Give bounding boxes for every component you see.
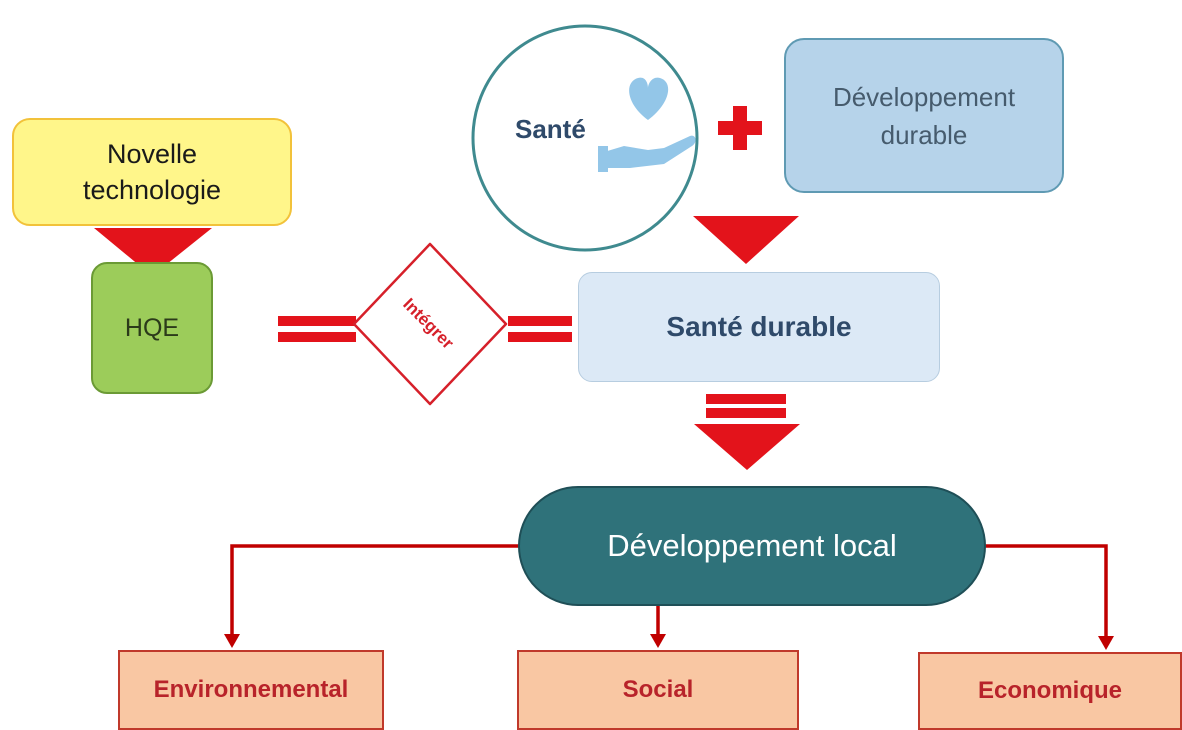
- plus-icon: [718, 106, 762, 150]
- novelle-technologie-box: Novelle technologie: [12, 118, 292, 226]
- environnemental-box: Environnemental: [118, 650, 384, 730]
- developpement-local-box: Développement local: [518, 486, 986, 606]
- integrer-diamond: [352, 242, 508, 406]
- arrow-novelle-to-hqe: [94, 228, 212, 276]
- branch-lines: [230, 544, 1108, 638]
- branch-arrowheads: [224, 634, 1114, 650]
- equals-down: [706, 394, 786, 418]
- arrow-to-sante-durable: [693, 216, 799, 264]
- equals-right: [508, 316, 572, 342]
- equals-left: [278, 316, 356, 342]
- economique-box: Economique: [918, 652, 1182, 730]
- hqe-box: HQE: [91, 262, 213, 394]
- sante-label: Santé: [515, 114, 586, 144]
- social-box: Social: [517, 650, 799, 730]
- developpement-durable-box: Développement durable: [784, 38, 1064, 193]
- arrow-to-dev-local: [694, 424, 800, 470]
- heart-hand-icon: [598, 77, 696, 172]
- sante-durable-box: Santé durable: [578, 272, 940, 382]
